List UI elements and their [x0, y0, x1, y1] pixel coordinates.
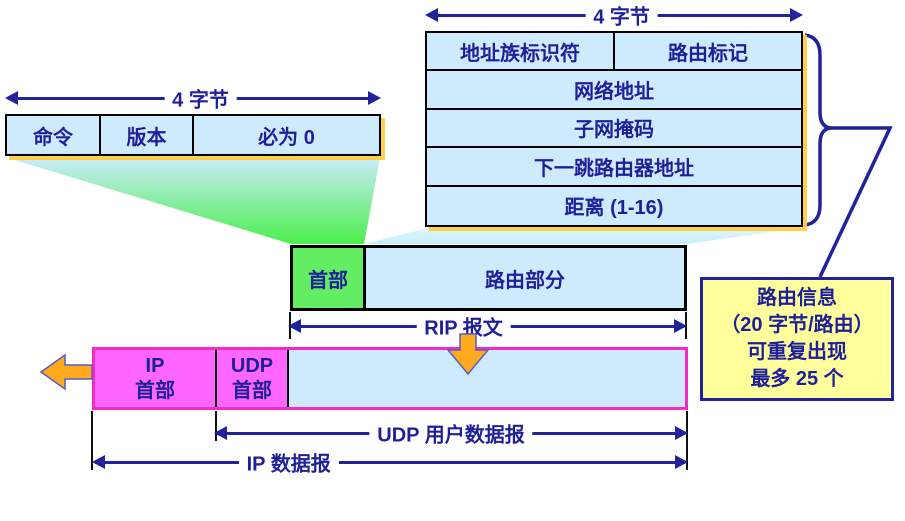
brace	[804, 33, 833, 227]
ip-header-line2: 首部	[135, 379, 175, 402]
arrow-line	[95, 460, 685, 464]
field-subnet-mask: 子网掩码	[574, 119, 654, 142]
rip-route-part-cell: 路由部分	[366, 248, 684, 308]
header-fields-table: 命令 版本 必为 0	[5, 114, 381, 156]
header-width-label: 4 字节	[164, 83, 237, 113]
zoom-cone-route	[364, 228, 801, 244]
field-route-tag: 路由标记	[668, 42, 748, 65]
udp-datagram-span-arrow: UDP 用户数据报	[214, 418, 688, 448]
rip-header-cell: 首部	[293, 248, 366, 308]
table-row: 子网掩码	[427, 110, 801, 149]
ip-header-cell: IP 首部	[95, 350, 217, 407]
note-line: 最多 25 个	[750, 368, 844, 390]
field-version: 版本	[101, 116, 194, 154]
table-row: 地址族标识符 路由标记	[427, 33, 801, 72]
route-entry-width-label: 4 字节	[585, 0, 658, 30]
span-tick	[91, 411, 93, 470]
arrow-right-icon	[790, 8, 803, 22]
table-row: 下一跳路由器地址	[427, 148, 801, 187]
brace-connector-line	[818, 126, 893, 278]
zoom-cone-header	[8, 158, 380, 244]
arrow-right-icon	[675, 426, 688, 440]
note-line: 可重复出现	[747, 341, 847, 363]
route-entry-table: 地址族标识符 路由标记 网络地址 子网掩码 下一跳路由器地址 距离 (1-16)	[425, 31, 803, 227]
field-command: 命令	[7, 116, 101, 154]
table-row: 距离 (1-16)	[427, 187, 801, 225]
span-tick	[686, 411, 688, 470]
note-line: 路由信息	[757, 287, 837, 309]
header-width-arrow: 4 字节	[5, 83, 381, 113]
send-left-arrow-icon	[39, 353, 93, 391]
field-address-family: 地址族标识符	[427, 33, 615, 70]
arrow-right-icon	[674, 319, 687, 333]
table-row: 网络地址	[427, 71, 801, 110]
ip-datagram-span-arrow: IP 数据报	[92, 447, 688, 477]
rip-message-span-arrow: RIP 报文	[288, 311, 687, 341]
field-next-hop: 下一跳路由器地址	[534, 157, 694, 180]
ip-header-line1: IP	[145, 354, 165, 377]
rip-message-span-label: RIP 报文	[416, 311, 511, 341]
route-entry-width-arrow: 4 字节	[425, 0, 803, 30]
udp-header-line1: UDP	[230, 354, 274, 377]
arrow-right-icon	[368, 91, 381, 105]
encapsulation-bar: IP 首部 UDP 首部	[92, 347, 688, 410]
udp-header-line2: 首部	[232, 379, 272, 402]
note-line: （20 字节/路由）	[720, 314, 874, 336]
udp-data-cell	[289, 350, 685, 407]
field-distance: 距离 (1-16)	[564, 197, 664, 220]
udp-datagram-span-label: UDP 用户数据报	[369, 418, 533, 448]
route-info-note: 路由信息 （20 字节/路由） 可重复出现 最多 25 个	[700, 277, 894, 401]
field-must-be-zero: 必为 0	[258, 126, 315, 149]
rip-message-bar: 首部 路由部分	[290, 245, 687, 311]
ip-datagram-span-label: IP 数据报	[238, 447, 339, 477]
arrow-right-icon	[675, 455, 688, 469]
encapsulate-down-arrow-icon	[446, 333, 490, 376]
udp-header-cell: UDP 首部	[217, 350, 289, 407]
field-network-address: 网络地址	[574, 81, 654, 104]
